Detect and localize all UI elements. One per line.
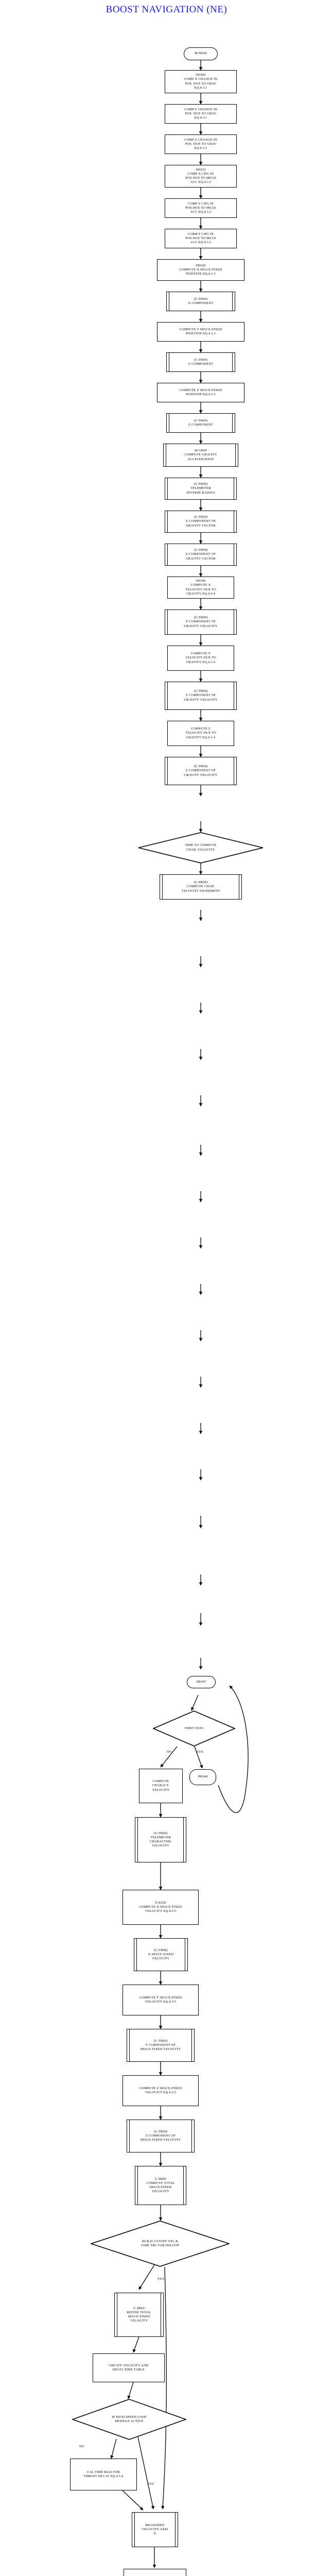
node-utr00-y-component-space-fixed-velocity[interactable]: (U.TR00) Y COMPONENT OF SPACE-FIXED VELO…	[127, 2029, 195, 2062]
node-ne048[interactable]: NE048	[189, 1769, 216, 1785]
page-title: BOOST NAVIGATION (NE)	[106, 4, 227, 15]
node-label: NE020 COMPUTE X SPACE-FIXED POSITION EQ.…	[179, 263, 222, 276]
node-label: M.NE00	[195, 52, 207, 56]
node-create-velocity-delta-time-table[interactable]: CREATE VELOCITY AND DELTA TIME TABLE	[93, 2353, 165, 2382]
node-decision-first-pass[interactable]: FIRST PASS	[153, 1710, 235, 1747]
node-decision-high-speed-loop-module-active[interactable]: IS HIGH SPEED LOOP MODULE ACTIVE	[72, 2399, 186, 2440]
node-label: (U.TR00) TELEMETER CHARACTER. VELOCITY	[149, 1831, 172, 1848]
node-label: U.SR00 REFINE TOTAL SPACE-FIXED VELOCITY	[127, 2306, 151, 2323]
node-measured-velocity-axis-x[interactable]: MEASURED VELOCITY AXIS X	[132, 2512, 178, 2547]
node-label: (U.TR00) X COMPONENT OF GRAVITY VECTOR	[185, 515, 216, 528]
node-label: CREATE VELOCITY AND DELTA TIME TABLE	[109, 2363, 149, 2371]
node-label: MEASURED VELOCITY AXIS X	[142, 2523, 168, 2536]
node-label: NE048	[198, 1775, 208, 1779]
diamond-shape	[91, 2221, 230, 2267]
node-label: M.GR00 COMPUTE GRAVITY ACCELERATION	[184, 449, 217, 461]
node-label: COMPUTE Y SPACE-FIXED VELOCITY EQ.4.3.5	[139, 1995, 182, 2004]
diamond-shape	[153, 1710, 235, 1747]
node-label: (U.TR00) Y COMPONENT OF GRAVITY VELOCITY	[184, 689, 218, 702]
node-label: COMPUTE Z VELOCITY DUE TO GRAVITY EQ.4.3…	[185, 727, 217, 739]
node-ne050-compute-x-space-fixed-velocity[interactable]: N.E050 COMPUTE X SPACE FIXED VELOCITY EQ…	[122, 1890, 199, 1925]
node-utr00-telemeter-character-velocity[interactable]: (U.TR00) TELEMETER CHARACTER. VELOCITY	[135, 1817, 186, 1862]
node-label: COMP Y CHG IN POS DUE TO MEAS ACC EQ.4.3…	[185, 201, 216, 214]
node-label: (U.TR00) Z COMPONENT OF GRAVITY VELOCITY	[184, 765, 218, 777]
node-label: NE010 COMP X CHG IN POS DUE TO MEAS ACC …	[185, 167, 216, 184]
node-label: COMPUTE Z SPACE-FIXED POSITION EQ.4.3.3	[179, 388, 222, 396]
edge-label-build-cutoff-yes: YES	[157, 2277, 164, 2281]
node-comp-z-chg-pos-meas-acc[interactable]: COMP Z CHG IN POS DUE TO MEAS ACC EQ.4.3…	[165, 229, 237, 248]
node-compute-y-space-fixed-velocity[interactable]: COMPUTE Y SPACE-FIXED VELOCITY EQ.4.3.5	[122, 1985, 199, 2015]
node-label: COMP Z CHANGE IN POS. DUE TO GRAV EQ.4.3…	[184, 138, 217, 150]
node-label: NE047	[196, 1680, 206, 1684]
node-comp-y-chg-pos-meas-acc[interactable]: COMP Y CHG IN POS DUE TO MEAS ACC EQ.4.3…	[165, 198, 237, 218]
node-ne000-comp-x-change-pos-grav[interactable]: NE000 COMP X CHANGE IN POS. DUE TO GRAV …	[165, 70, 237, 93]
node-comp-z-change-pos-grav[interactable]: COMP Z CHANGE IN POS. DUE TO GRAV EQ.4.3…	[165, 134, 237, 154]
node-label: FIRST PASS	[184, 1726, 204, 1730]
node-utr00-z-component-space-fixed-velocity[interactable]: (U.TR00) Z COMPONENT OF SPACE-FIXED VELO…	[127, 2120, 195, 2153]
node-ne040-compute-x-velocity-gravity[interactable]: NE040 COMPUTE X VELOCITY DUE TO GRAVITY …	[167, 577, 234, 599]
node-label: (U.TR00) Z COMPONENT OF GRAVITY VECTOR	[185, 548, 216, 561]
node-decision-build-cutoff-vel-time-tbl[interactable]: BUILD CUTOFF VEL & TIME TBL FOR HSLOOP	[91, 2221, 230, 2267]
node-label: COMP Z CHG IN POS DUE TO MEAS ACC EQ.4.3…	[185, 232, 216, 245]
diamond-shape	[72, 2399, 186, 2440]
edge-label-hsloop-yes: YES	[147, 2482, 154, 2486]
node-usr00-compute-total-space-fixed-velocity[interactable]: U.SR00 COMPUTE TOTAL SPACE-FIXED VELOCIT…	[135, 2166, 186, 2205]
node-comp-y-change-pos-grav[interactable]: COMP Y CHANGE IN POS. DUE TO GRAV EQ.4.3…	[165, 104, 237, 124]
node-save-positions-gravity-accel-hsloop[interactable]: SAVE POSITIONS & GRAVITY ACCEL. FOR HSLO…	[124, 2569, 186, 2576]
node-label: COMPUTE Y SPACE-FIXED POSITION EQ.4.3.3	[179, 327, 222, 335]
node-label: NE040 COMPUTE X VELOCITY DUE TO GRAVITY …	[185, 579, 217, 596]
node-label: CAL TIME BIAS FOR THRUST DECAY EQ.4.5.4	[83, 2470, 124, 2478]
node-ne010-comp-x-chg-pos-meas-acc[interactable]: NE010 COMP X CHG IN POS DUE TO MEAS ACC …	[165, 165, 237, 188]
node-usr00-refine-total-space-fixed-velocity[interactable]: U.SR00 REFINE TOTAL SPACE-FIXED VELOCITY	[114, 2293, 164, 2337]
node-usr00-compute-char-velocity-increment[interactable]: (U.SR00) COMPUTE CHAR. VELOCITY INCREMEN…	[160, 874, 242, 900]
node-utr00-telemeter-inverse-radius[interactable]: (U.TR00) TELEMETER INVERSE RADIUS	[165, 478, 237, 500]
node-decision-time-to-compute-char-velocity[interactable]: TIME TO COMPUTE CHAR. VELOCITY	[138, 832, 264, 863]
node-label: IS HIGH SPEED LOOP MODULE ACTIVE	[112, 2415, 147, 2423]
node-label: (U.TR00) Z COMPONENT	[188, 418, 214, 427]
node-label: COMPUTE Z SPACE-FIXED VELOCITY EQ.4.3.5	[139, 2086, 182, 2094]
node-utr00-y-component-gravity-velocity[interactable]: (U.TR00) Y COMPONENT OF GRAVITY VELOCITY	[165, 682, 237, 710]
node-label: COMP Y CHANGE IN POS. DUE TO GRAV EQ.4.3…	[184, 107, 218, 120]
node-label: (U.TR00) TELEMETER INVERSE RADIUS	[186, 482, 215, 495]
node-label: (U.TR00) X SPACE-FIXED VELOCITY	[148, 1948, 174, 1961]
node-ne047[interactable]: NE047	[187, 1676, 216, 1688]
node-utr00-x-component-gravity-velocity[interactable]: (U.TR00) X COMPONENT OF GRAVITY VELOCITY	[165, 609, 237, 635]
node-compute-y-velocity-gravity[interactable]: COMPUTE Y VELOCITY DUE TO GRAVITY EQ.4.3…	[167, 646, 234, 671]
node-label: U.SR00 COMPUTE TOTAL SPACE-FIXED VELOCIT…	[146, 2177, 175, 2194]
node-compute-z-velocity-gravity[interactable]: COMPUTE Z VELOCITY DUE TO GRAVITY EQ.4.3…	[167, 721, 234, 746]
node-ne020-compute-x-space-fixed-position[interactable]: NE020 COMPUTE X SPACE-FIXED POSITION EQ.…	[157, 259, 244, 281]
node-label: TIME TO COMPUTE CHAR. VELOCITY	[185, 843, 217, 852]
node-label: COMPUTE CHARACT. VELOCITY	[152, 1780, 170, 1792]
node-label: (U.SR00) COMPUTE CHAR. VELOCITY INCREMEN…	[181, 880, 220, 893]
node-label: (U.TR00) X COMPONENT	[188, 297, 214, 305]
node-cal-time-bias-thrust-decay[interactable]: CAL TIME BIAS FOR THRUST DECAY EQ.4.5.4	[70, 2459, 137, 2490]
edge-label-first-pass-yes: YES	[197, 1750, 203, 1754]
edge-label-hsloop-no: NO	[79, 2445, 84, 2448]
node-label: COMPUTE Y VELOCITY DUE TO GRAVITY EQ.4.3…	[185, 652, 217, 664]
node-utr00-y-component[interactable]: (U.TR00) Y COMPONENT	[166, 352, 235, 372]
node-label: NE000 COMP X CHANGE IN POS. DUE TO GRAV …	[184, 73, 218, 90]
node-compute-z-space-fixed-position[interactable]: COMPUTE Z SPACE-FIXED POSITION EQ.4.3.3	[157, 383, 244, 402]
node-compute-z-space-fixed-velocity[interactable]: COMPUTE Z SPACE-FIXED VELOCITY EQ.4.3.5	[122, 2075, 199, 2106]
node-label: BUILD CUTOFF VEL & TIME TBL FOR HSLOOP	[141, 2239, 180, 2247]
edge-label-first-pass-no: NO	[167, 1750, 172, 1754]
node-label: (U.TR00) Y COMPONENT OF SPACE-FIXED VELO…	[140, 2039, 181, 2052]
node-start-m-ne00[interactable]: M.NE00	[184, 47, 218, 60]
node-label: (U.TR00) X COMPONENT OF GRAVITY VELOCITY	[184, 616, 218, 628]
node-compute-y-space-fixed-position[interactable]: COMPUTE Y SPACE-FIXED POSITION EQ.4.3.3	[157, 322, 244, 342]
node-utr00-z-component[interactable]: (U.TR00) Z COMPONENT	[166, 413, 235, 433]
node-utr00-x-component-gravity-vector[interactable]: (U.TR00) X COMPONENT OF GRAVITY VECTOR	[165, 511, 237, 533]
node-label: (U.TR00) Z COMPONENT OF SPACE-FIXED VELO…	[140, 2129, 181, 2142]
node-mgr00-compute-gravity-acceleration[interactable]: M.GR00 COMPUTE GRAVITY ACCELERATION	[163, 444, 238, 467]
node-utr00-x-space-fixed-velocity[interactable]: (U.TR00) X SPACE-FIXED VELOCITY	[134, 1938, 188, 1971]
diamond-shape	[138, 832, 264, 863]
node-label: N.E050 COMPUTE X SPACE FIXED VELOCITY EQ…	[139, 1901, 182, 1913]
node-label: (U.TR00) Y COMPONENT	[188, 358, 214, 366]
node-utr00-z-component-gravity-velocity[interactable]: (U.TR00) Z COMPONENT OF GRAVITY VELOCITY	[165, 757, 237, 785]
node-compute-charact-velocity[interactable]: COMPUTE CHARACT. VELOCITY	[139, 1769, 183, 1803]
node-utr00-x-component[interactable]: (U.TR00) X COMPONENT	[166, 292, 235, 311]
node-utr00-z-component-gravity-vector[interactable]: (U.TR00) Z COMPONENT OF GRAVITY VECTOR	[165, 544, 237, 566]
